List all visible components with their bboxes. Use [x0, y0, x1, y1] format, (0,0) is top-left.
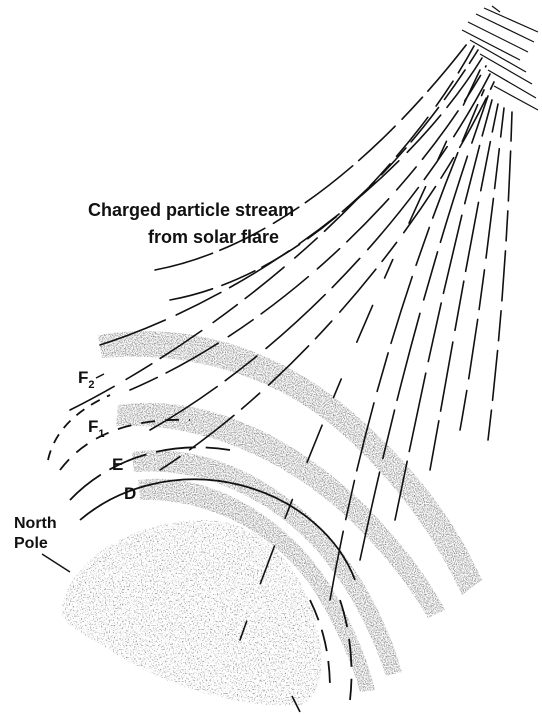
- pole-label-line1: North: [14, 515, 57, 532]
- svg-text:F1: F1: [88, 417, 105, 440]
- pole-leader-line: [42, 554, 70, 572]
- caption-line1: Charged particle stream: [88, 200, 294, 220]
- svg-text:F2: F2: [78, 368, 95, 391]
- layer-label-d: D: [124, 484, 136, 503]
- pole-label-line2: Pole: [14, 535, 48, 552]
- caption-line2: from solar flare: [148, 227, 279, 247]
- layer-label-f1: F1: [88, 417, 105, 440]
- layer-label-f2: F2: [78, 368, 104, 391]
- svg-text:D: D: [124, 484, 136, 503]
- layer-label-e: E: [112, 455, 123, 474]
- svg-text:E: E: [112, 455, 123, 474]
